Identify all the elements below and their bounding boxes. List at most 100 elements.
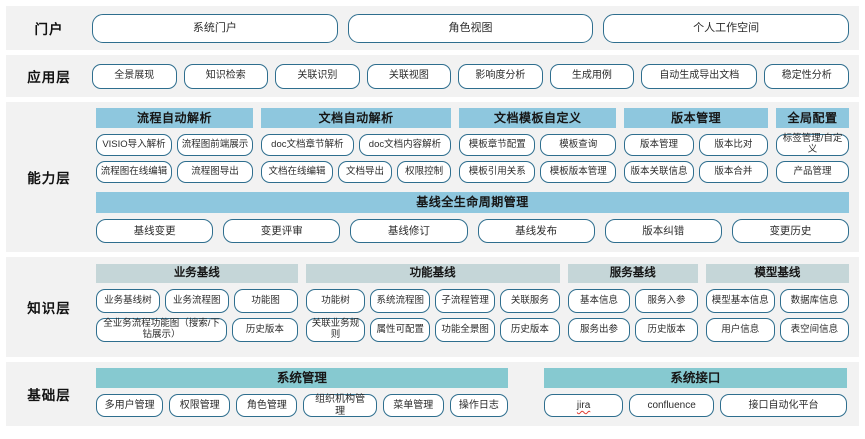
baseline-item-change-review[interactable]: 变更评审 — [223, 219, 341, 243]
knowledge-group-model-baseline: 模型基线 模型基本信息 数据库信息 用户信息 表空间信息 — [705, 264, 850, 351]
know-item-history-version[interactable]: 历史版本 — [499, 318, 560, 342]
knowledge-group-title: 模型基线 — [705, 264, 849, 283]
base-item-menu-management[interactable]: 菜单管理 — [382, 394, 444, 417]
know-item-function-tree[interactable]: 功能树 — [305, 289, 366, 313]
know-item-service-input-params[interactable]: 服务入参 — [635, 289, 698, 313]
capability-layer-label: 能力层 — [27, 171, 71, 186]
capability-group-line: 版本关联信息 版本合并 — [624, 161, 769, 183]
knowledge-group-line: 用户信息 表空间信息 — [705, 318, 850, 342]
know-item-related-business-rules[interactable]: 关联业务规则 — [305, 318, 366, 342]
capability-group-line: 文档在线编辑 文档导出 权限控制 — [261, 161, 452, 183]
app-item-knowledge-search[interactable]: 知识检索 — [183, 63, 269, 89]
baseline-lifecycle-title: 基线全生命周期管理 — [96, 192, 849, 213]
capability-group-line: 版本管理 版本比对 — [624, 134, 769, 156]
application-items: 全景展现 知识检索 关联识别 关联视图 影响度分析 生成用例 自动生成导出文档 … — [92, 63, 859, 89]
cap-item-tag-management-custom[interactable]: 标签管理/自定义 — [776, 133, 849, 156]
knowledge-groups: 业务基线 业务基线树 业务流程图 功能图 全业务流程功能图（搜索/下钻展示） 历… — [92, 257, 859, 357]
know-item-configurable-attributes[interactable]: 属性可配置 — [370, 318, 431, 342]
baseline-item-change-history[interactable]: 变更历史 — [731, 219, 850, 243]
knowledge-group-business-baseline: 业务基线 业务基线树 业务流程图 功能图 全业务流程功能图（搜索/下钻展示） 历… — [96, 264, 298, 351]
baseline-item-change[interactable]: 基线变更 — [96, 219, 214, 243]
know-item-database-info[interactable]: 数据库信息 — [779, 289, 850, 313]
capability-body: 流程自动解析 VISIO导入解析 流程图前端展示 流程图在线编辑 流程图导出 文… — [92, 102, 859, 252]
foundation-group-title: 系统接口 — [543, 368, 847, 388]
base-item-interface-automation-platform[interactable]: 接口自动化平台 — [719, 394, 847, 417]
cap-item-template-query[interactable]: 模板查询 — [540, 134, 617, 156]
cap-item-doc-online-edit[interactable]: 文档在线编辑 — [261, 161, 333, 183]
capability-layer-row: 能力层 流程自动解析 VISIO导入解析 流程图前端展示 流程图在线编辑 流程图… — [6, 102, 859, 252]
application-layer-row: 应用层 全景展现 知识检索 关联识别 关联视图 影响度分析 生成用例 自动生成导… — [6, 55, 859, 97]
knowledge-layer-label: 知识层 — [27, 301, 71, 316]
foundation-group-system-management: 系统管理 多用户管理 权限管理 角色管理 组织机构管理 菜单管理 操作日志 — [96, 368, 508, 420]
capability-group-document-parsing: 文档自动解析 doc文档章节解析 doc文档内容解析 文档在线编辑 文档导出 权… — [261, 108, 452, 188]
base-item-operation-log[interactable]: 操作日志 — [449, 394, 508, 417]
capability-group-process-parsing: 流程自动解析 VISIO导入解析 流程图前端展示 流程图在线编辑 流程图导出 — [96, 108, 254, 188]
jira-label: jira — [576, 399, 591, 411]
knowledge-group-title: 功能基线 — [305, 264, 560, 283]
know-item-model-basic-info[interactable]: 模型基本信息 — [705, 289, 775, 313]
cap-item-version-compare[interactable]: 版本比对 — [698, 134, 769, 156]
base-item-confluence[interactable]: confluence — [629, 394, 714, 417]
know-item-history-version[interactable]: 历史版本 — [635, 318, 698, 342]
capability-group-title: 版本管理 — [624, 108, 769, 128]
cap-item-doc-export[interactable]: 文档导出 — [337, 161, 393, 183]
cap-item-flowchart-export[interactable]: 流程图导出 — [177, 161, 254, 183]
knowledge-group-function-baseline: 功能基线 功能树 系统流程图 子流程管理 关联服务 关联业务规则 属性可配置 功… — [305, 264, 560, 351]
cap-item-product-management[interactable]: 产品管理 — [776, 161, 849, 183]
app-item-stability-analysis[interactable]: 稳定性分析 — [764, 63, 849, 89]
know-item-tablespace-info[interactable]: 表空间信息 — [779, 318, 850, 342]
cap-item-visio-import-parse[interactable]: VISIO导入解析 — [96, 134, 173, 156]
know-item-all-business-flow-function-diagram[interactable]: 全业务流程功能图（搜索/下钻展示） — [96, 318, 228, 342]
cap-item-version-management[interactable]: 版本管理 — [624, 134, 694, 156]
app-item-relation-view[interactable]: 关联视图 — [366, 63, 452, 89]
application-layer-label: 应用层 — [27, 70, 71, 85]
app-item-generate-case[interactable]: 生成用例 — [549, 63, 635, 89]
capability-group-global-config: 全局配置 标签管理/自定义 产品管理 — [776, 108, 849, 188]
knowledge-group-service-baseline: 服务基线 基本信息 服务入参 服务出参 历史版本 — [567, 264, 698, 351]
base-item-multi-user-management[interactable]: 多用户管理 — [96, 394, 164, 417]
cap-item-doc-chapter-parse[interactable]: doc文档章节解析 — [261, 134, 354, 156]
know-item-user-info[interactable]: 用户信息 — [705, 318, 775, 342]
know-item-service-output-params[interactable]: 服务出参 — [567, 318, 631, 342]
foundation-group-items: 多用户管理 权限管理 角色管理 组织机构管理 菜单管理 操作日志 — [96, 394, 508, 417]
knowledge-group-title: 业务基线 — [96, 264, 298, 283]
app-item-auto-export-doc[interactable]: 自动生成导出文档 — [641, 63, 758, 89]
app-item-panorama[interactable]: 全景展现 — [92, 63, 177, 89]
know-item-related-service[interactable]: 关联服务 — [499, 289, 560, 313]
capability-group-line: 标签管理/自定义 — [776, 133, 849, 156]
portal-item-system-portal[interactable]: 系统门户 — [92, 13, 338, 43]
cap-item-permission-control[interactable]: 权限控制 — [397, 161, 452, 183]
portal-layer-label: 门户 — [34, 22, 64, 37]
cap-item-version-merge[interactable]: 版本合并 — [698, 161, 769, 183]
baseline-item-revision[interactable]: 基线修订 — [350, 219, 468, 243]
know-item-system-flowchart[interactable]: 系统流程图 — [370, 289, 431, 313]
knowledge-group-title: 服务基线 — [567, 264, 698, 283]
know-item-business-baseline-tree[interactable]: 业务基线树 — [96, 289, 160, 313]
know-item-function-panorama[interactable]: 功能全景图 — [435, 318, 495, 342]
capability-group-version-management: 版本管理 版本管理 版本比对 版本关联信息 版本合并 — [624, 108, 769, 188]
know-item-subprocess-management[interactable]: 子流程管理 — [435, 289, 495, 313]
baseline-item-version-correction[interactable]: 版本纠错 — [604, 219, 722, 243]
portal-item-role-view[interactable]: 角色视图 — [347, 13, 594, 43]
know-item-function-diagram[interactable]: 功能图 — [233, 289, 298, 313]
baseline-lifecycle-block: 基线全生命周期管理 基线变更 变更评审 基线修订 基线发布 版本纠错 变更历史 — [96, 192, 850, 243]
cap-item-flowchart-frontend-display[interactable]: 流程图前端展示 — [177, 134, 254, 156]
portal-item-personal-workspace[interactable]: 个人工作空间 — [603, 13, 850, 43]
cap-item-template-version-mgmt[interactable]: 模板版本管理 — [540, 161, 617, 183]
know-item-business-flowchart[interactable]: 业务流程图 — [164, 289, 229, 313]
know-item-basic-info[interactable]: 基本信息 — [567, 289, 631, 313]
app-item-impact-analysis[interactable]: 影响度分析 — [458, 63, 543, 89]
know-item-history-version[interactable]: 历史版本 — [232, 318, 298, 342]
baseline-item-release[interactable]: 基线发布 — [477, 219, 595, 243]
cap-item-template-reference-relation[interactable]: 模板引用关系 — [459, 161, 536, 183]
base-item-jira[interactable]: jira — [543, 394, 624, 417]
cap-item-flowchart-online-edit[interactable]: 流程图在线编辑 — [96, 161, 173, 183]
base-item-permission-management[interactable]: 权限管理 — [169, 394, 231, 417]
base-item-role-management[interactable]: 角色管理 — [236, 394, 298, 417]
base-item-org-structure-management[interactable]: 组织机构管理 — [303, 394, 377, 417]
cap-item-doc-content-parse[interactable]: doc文档内容解析 — [358, 134, 452, 156]
capability-group-line: doc文档章节解析 doc文档内容解析 — [261, 134, 452, 156]
cap-item-template-chapter-config[interactable]: 模板章节配置 — [459, 134, 536, 156]
cap-item-version-relation-info[interactable]: 版本关联信息 — [624, 161, 694, 183]
app-item-relation-recognition[interactable]: 关联识别 — [275, 63, 360, 89]
